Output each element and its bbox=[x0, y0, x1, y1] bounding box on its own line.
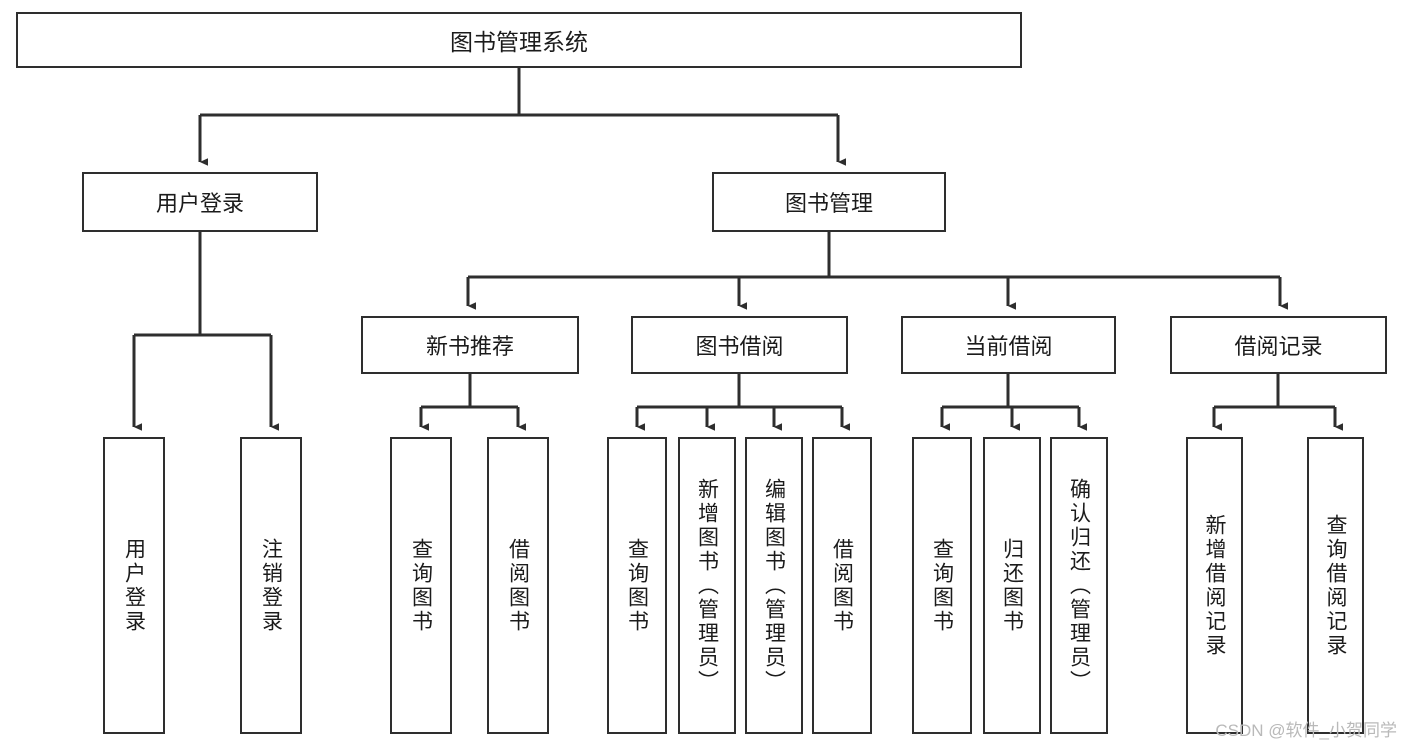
leaf-add-book-admin[interactable]: 新增图书（管理员） bbox=[678, 437, 736, 734]
node-label: 图书借阅 bbox=[695, 334, 784, 359]
leaf-borrow-book-recommend[interactable]: 借阅图书 bbox=[487, 437, 549, 734]
leaf-query-book-borrow[interactable]: 查询图书 bbox=[607, 437, 667, 734]
leaf-logout[interactable]: 注销登录 bbox=[240, 437, 302, 734]
leaf-return-book[interactable]: 归还图书 bbox=[983, 437, 1041, 734]
watermark-text: CSDN @软件_小贺同学 bbox=[1215, 721, 1397, 740]
leaf-user-login[interactable]: 用户登录 bbox=[103, 437, 165, 734]
node-label: 借阅图书 bbox=[830, 537, 854, 634]
node-label: 图书管理 bbox=[784, 191, 873, 216]
leaf-query-book-current[interactable]: 查询图书 bbox=[912, 437, 972, 734]
node-user-login[interactable]: 用户登录 bbox=[82, 172, 318, 232]
leaf-edit-book-admin[interactable]: 编辑图书（管理员） bbox=[745, 437, 803, 734]
node-label: 归还图书 bbox=[1000, 537, 1024, 634]
node-book-management[interactable]: 图书管理 bbox=[712, 172, 946, 232]
node-label: 图书管理系统 bbox=[450, 29, 588, 55]
node-label: 借阅记录 bbox=[1234, 334, 1323, 359]
node-label: 查询图书 bbox=[930, 537, 954, 634]
node-label: 查询图书 bbox=[625, 537, 649, 634]
node-label: 编辑图书（管理员） bbox=[762, 477, 786, 694]
node-label: 当前借阅 bbox=[964, 334, 1053, 359]
leaf-confirm-return-admin[interactable]: 确认归还（管理员） bbox=[1050, 437, 1108, 734]
node-label: 新增图书（管理员） bbox=[695, 477, 719, 694]
node-label: 借阅图书 bbox=[506, 537, 530, 634]
node-new-book-recommend[interactable]: 新书推荐 bbox=[361, 316, 579, 374]
node-label: 查询图书 bbox=[409, 537, 433, 634]
node-root-system[interactable]: 图书管理系统 bbox=[16, 12, 1022, 68]
leaf-add-borrow-record[interactable]: 新增借阅记录 bbox=[1186, 437, 1243, 734]
node-current-borrow[interactable]: 当前借阅 bbox=[901, 316, 1116, 374]
leaf-query-book-recommend[interactable]: 查询图书 bbox=[390, 437, 452, 734]
node-label: 新增借阅记录 bbox=[1203, 513, 1226, 658]
leaf-borrow-book[interactable]: 借阅图书 bbox=[812, 437, 872, 734]
node-label: 确认归还（管理员） bbox=[1067, 477, 1091, 694]
node-label: 查询借阅记录 bbox=[1324, 513, 1347, 658]
node-book-borrow[interactable]: 图书借阅 bbox=[631, 316, 848, 374]
leaf-query-borrow-record[interactable]: 查询借阅记录 bbox=[1307, 437, 1364, 734]
node-borrow-record[interactable]: 借阅记录 bbox=[1170, 316, 1387, 374]
node-label: 用户登录 bbox=[155, 191, 244, 216]
node-label: 用户登录 bbox=[122, 537, 146, 634]
node-label: 新书推荐 bbox=[425, 334, 514, 359]
node-label: 注销登录 bbox=[259, 537, 283, 634]
